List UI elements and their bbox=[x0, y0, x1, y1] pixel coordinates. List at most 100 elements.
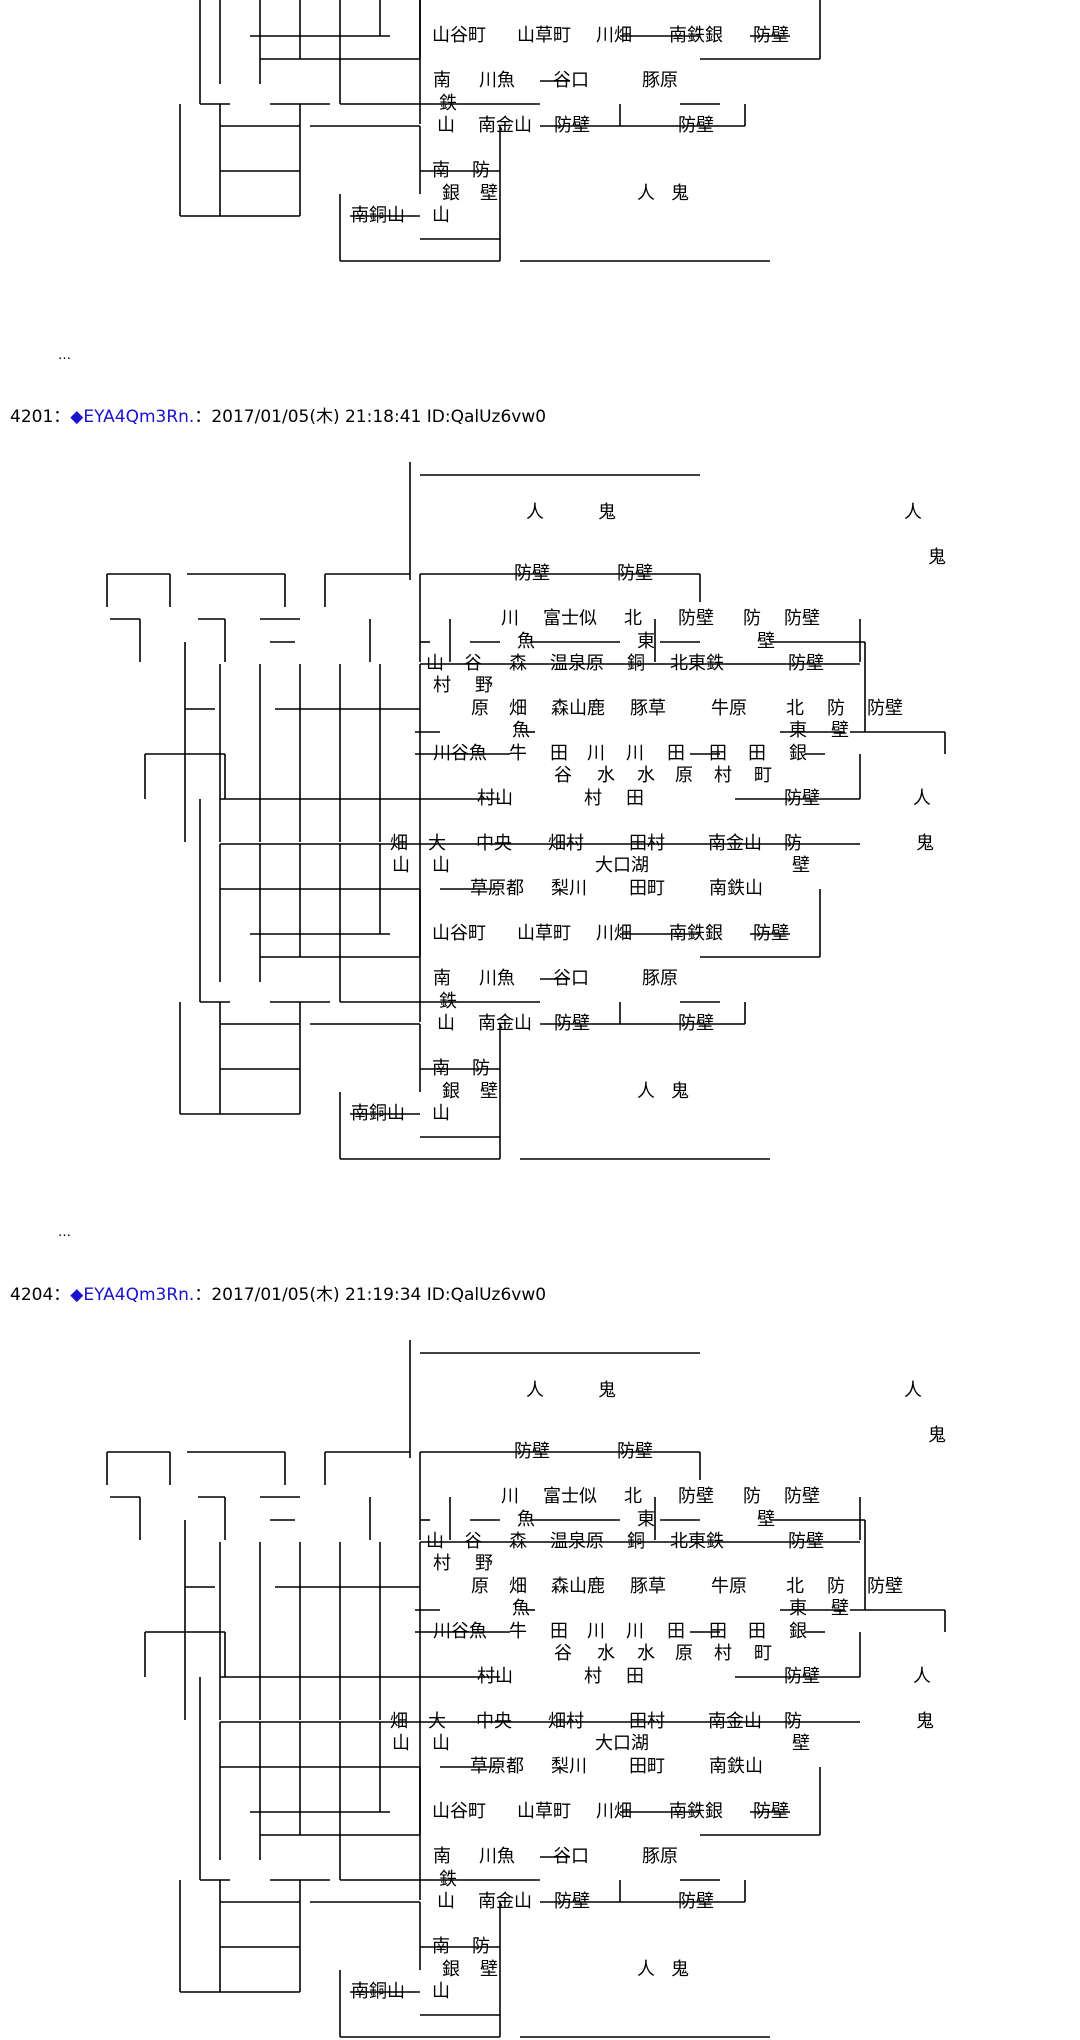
map-label: 牛原 bbox=[711, 698, 747, 719]
map-label: 南 bbox=[432, 1058, 450, 1079]
map-label: 東 bbox=[637, 1509, 655, 1530]
map-label: 畑村 bbox=[548, 833, 584, 854]
map-label: 壁 bbox=[831, 1598, 849, 1619]
map-label: 田 bbox=[748, 743, 766, 764]
map-label: 銀 bbox=[442, 183, 460, 204]
map-label: 大口湖 bbox=[595, 1733, 649, 1754]
poster-trip[interactable]: ◆EYA4Qm3Rn. bbox=[70, 1285, 195, 1305]
map-label: 防壁 bbox=[867, 1576, 903, 1597]
map-label: 防壁 bbox=[867, 698, 903, 719]
map-label: 防 bbox=[827, 698, 845, 719]
map-label: 防壁 bbox=[554, 1013, 590, 1034]
map-label: 山 bbox=[432, 1103, 450, 1124]
map-label: 山谷町 bbox=[432, 25, 486, 46]
map-label: 村 bbox=[584, 1666, 602, 1687]
map-label: 鬼 bbox=[671, 183, 689, 204]
map-label: 人 bbox=[904, 1380, 922, 1401]
map-label: 防壁 bbox=[753, 1801, 789, 1822]
map-label: 人 bbox=[637, 183, 655, 204]
map-label: 温泉原 bbox=[550, 653, 604, 674]
map-label: 南 bbox=[433, 1846, 451, 1867]
map-label: 大 bbox=[428, 833, 446, 854]
map-label: 鬼 bbox=[671, 1959, 689, 1980]
map-label: 山 bbox=[437, 1891, 455, 1912]
map-label: 防壁 bbox=[788, 653, 824, 674]
map-label: 防壁 bbox=[554, 115, 590, 136]
map-label: 山 bbox=[437, 1013, 455, 1034]
map-label: 温泉原 bbox=[550, 1531, 604, 1552]
map-label: 水 bbox=[637, 1643, 655, 1664]
map-label: 田町 bbox=[629, 878, 665, 899]
map-label: 野 bbox=[475, 675, 493, 696]
map-label: 防壁 bbox=[617, 1441, 653, 1462]
map-art-top: 人鬼人鬼防壁防壁川富士似北防壁防防壁魚東壁山谷森温泉原銅北東鉄防壁村野原畑森山鹿… bbox=[0, 0, 1080, 264]
map-label: 壁 bbox=[480, 183, 498, 204]
map-label: 富士似 bbox=[543, 608, 597, 629]
map-label: 山草町 bbox=[517, 1801, 571, 1822]
map-label: 防壁 bbox=[514, 563, 550, 584]
map-label: 田 bbox=[667, 743, 685, 764]
map-label: 畑 bbox=[390, 1711, 408, 1732]
map-label: 魚 bbox=[512, 720, 530, 741]
map-label: 山 bbox=[426, 653, 444, 674]
map-label: 壁 bbox=[792, 855, 810, 876]
map-label: 田村 bbox=[629, 1711, 665, 1732]
map-label: 南金山 bbox=[708, 833, 762, 854]
map-label: 草原都 bbox=[470, 878, 524, 899]
post-timestamp: ：2017/01/05(木) 21:18:41 ID:QalUz6vw0 bbox=[194, 407, 547, 427]
map-label: 鬼 bbox=[928, 547, 946, 568]
map-label: 梨川 bbox=[551, 878, 587, 899]
map-label: 鬼 bbox=[916, 833, 934, 854]
map-label: 防 bbox=[784, 833, 802, 854]
map-label: 銀 bbox=[442, 1959, 460, 1980]
map-label: 豚原 bbox=[642, 70, 678, 91]
map-label: 山草町 bbox=[517, 25, 571, 46]
map-label: 人 bbox=[526, 1380, 544, 1401]
map-label: 水 bbox=[637, 765, 655, 786]
map-label: 鉄 bbox=[439, 1869, 457, 1890]
map-label: 鉄 bbox=[439, 93, 457, 114]
map-label: 川 bbox=[587, 743, 605, 764]
map-label: 谷口 bbox=[553, 1846, 589, 1867]
map-label: 防 bbox=[472, 1058, 490, 1079]
map-label: 大 bbox=[428, 1711, 446, 1732]
map-label: 防壁 bbox=[678, 1891, 714, 1912]
map-label: 魚 bbox=[517, 631, 535, 652]
map-lines bbox=[106, 462, 946, 1160]
map-label: 防壁 bbox=[554, 1891, 590, 1912]
map-label: 山 bbox=[426, 1531, 444, 1552]
poster-trip[interactable]: ◆EYA4Qm3Rn. bbox=[70, 407, 195, 427]
map-label: 山谷町 bbox=[432, 1801, 486, 1822]
map-label: 山 bbox=[392, 1733, 410, 1754]
map-label: 山草町 bbox=[517, 923, 571, 944]
map-label: 川 bbox=[626, 1621, 644, 1642]
map-label: 水 bbox=[597, 765, 615, 786]
map-label: 田 bbox=[667, 1621, 685, 1642]
map-label: 魚 bbox=[512, 1598, 530, 1619]
map-label: 防 bbox=[743, 608, 761, 629]
map-label: 村 bbox=[584, 788, 602, 809]
map-label: 村 bbox=[714, 1643, 732, 1664]
map-label: 防壁 bbox=[678, 1486, 714, 1507]
map-label: 牛 bbox=[509, 743, 527, 764]
map-label: 富士似 bbox=[543, 1486, 597, 1507]
map-label: 南鉄山 bbox=[709, 878, 763, 899]
map-label: 村山 bbox=[477, 788, 513, 809]
map-label: 防壁 bbox=[678, 608, 714, 629]
map-label: 野 bbox=[475, 1553, 493, 1574]
post-timestamp: ：2017/01/05(木) 21:19:34 ID:QalUz6vw0 bbox=[194, 1285, 547, 1305]
map-label: 山谷町 bbox=[432, 923, 486, 944]
map-label: 鬼 bbox=[598, 1380, 616, 1401]
map-label: 壁 bbox=[480, 1959, 498, 1980]
map-label: 山 bbox=[432, 1981, 450, 2002]
map-label: 防 bbox=[472, 1936, 490, 1957]
map-lines bbox=[106, 1340, 946, 2038]
map-label: 畑 bbox=[390, 833, 408, 854]
map-label: 谷 bbox=[554, 765, 572, 786]
map-label: 銀 bbox=[789, 1621, 807, 1642]
map-label: 川 bbox=[501, 608, 519, 629]
map-label: 魚 bbox=[517, 1509, 535, 1530]
map-label: 東 bbox=[789, 720, 807, 741]
map-label: 銅 bbox=[627, 1531, 645, 1552]
map-label: 南鉄銀 bbox=[669, 923, 723, 944]
